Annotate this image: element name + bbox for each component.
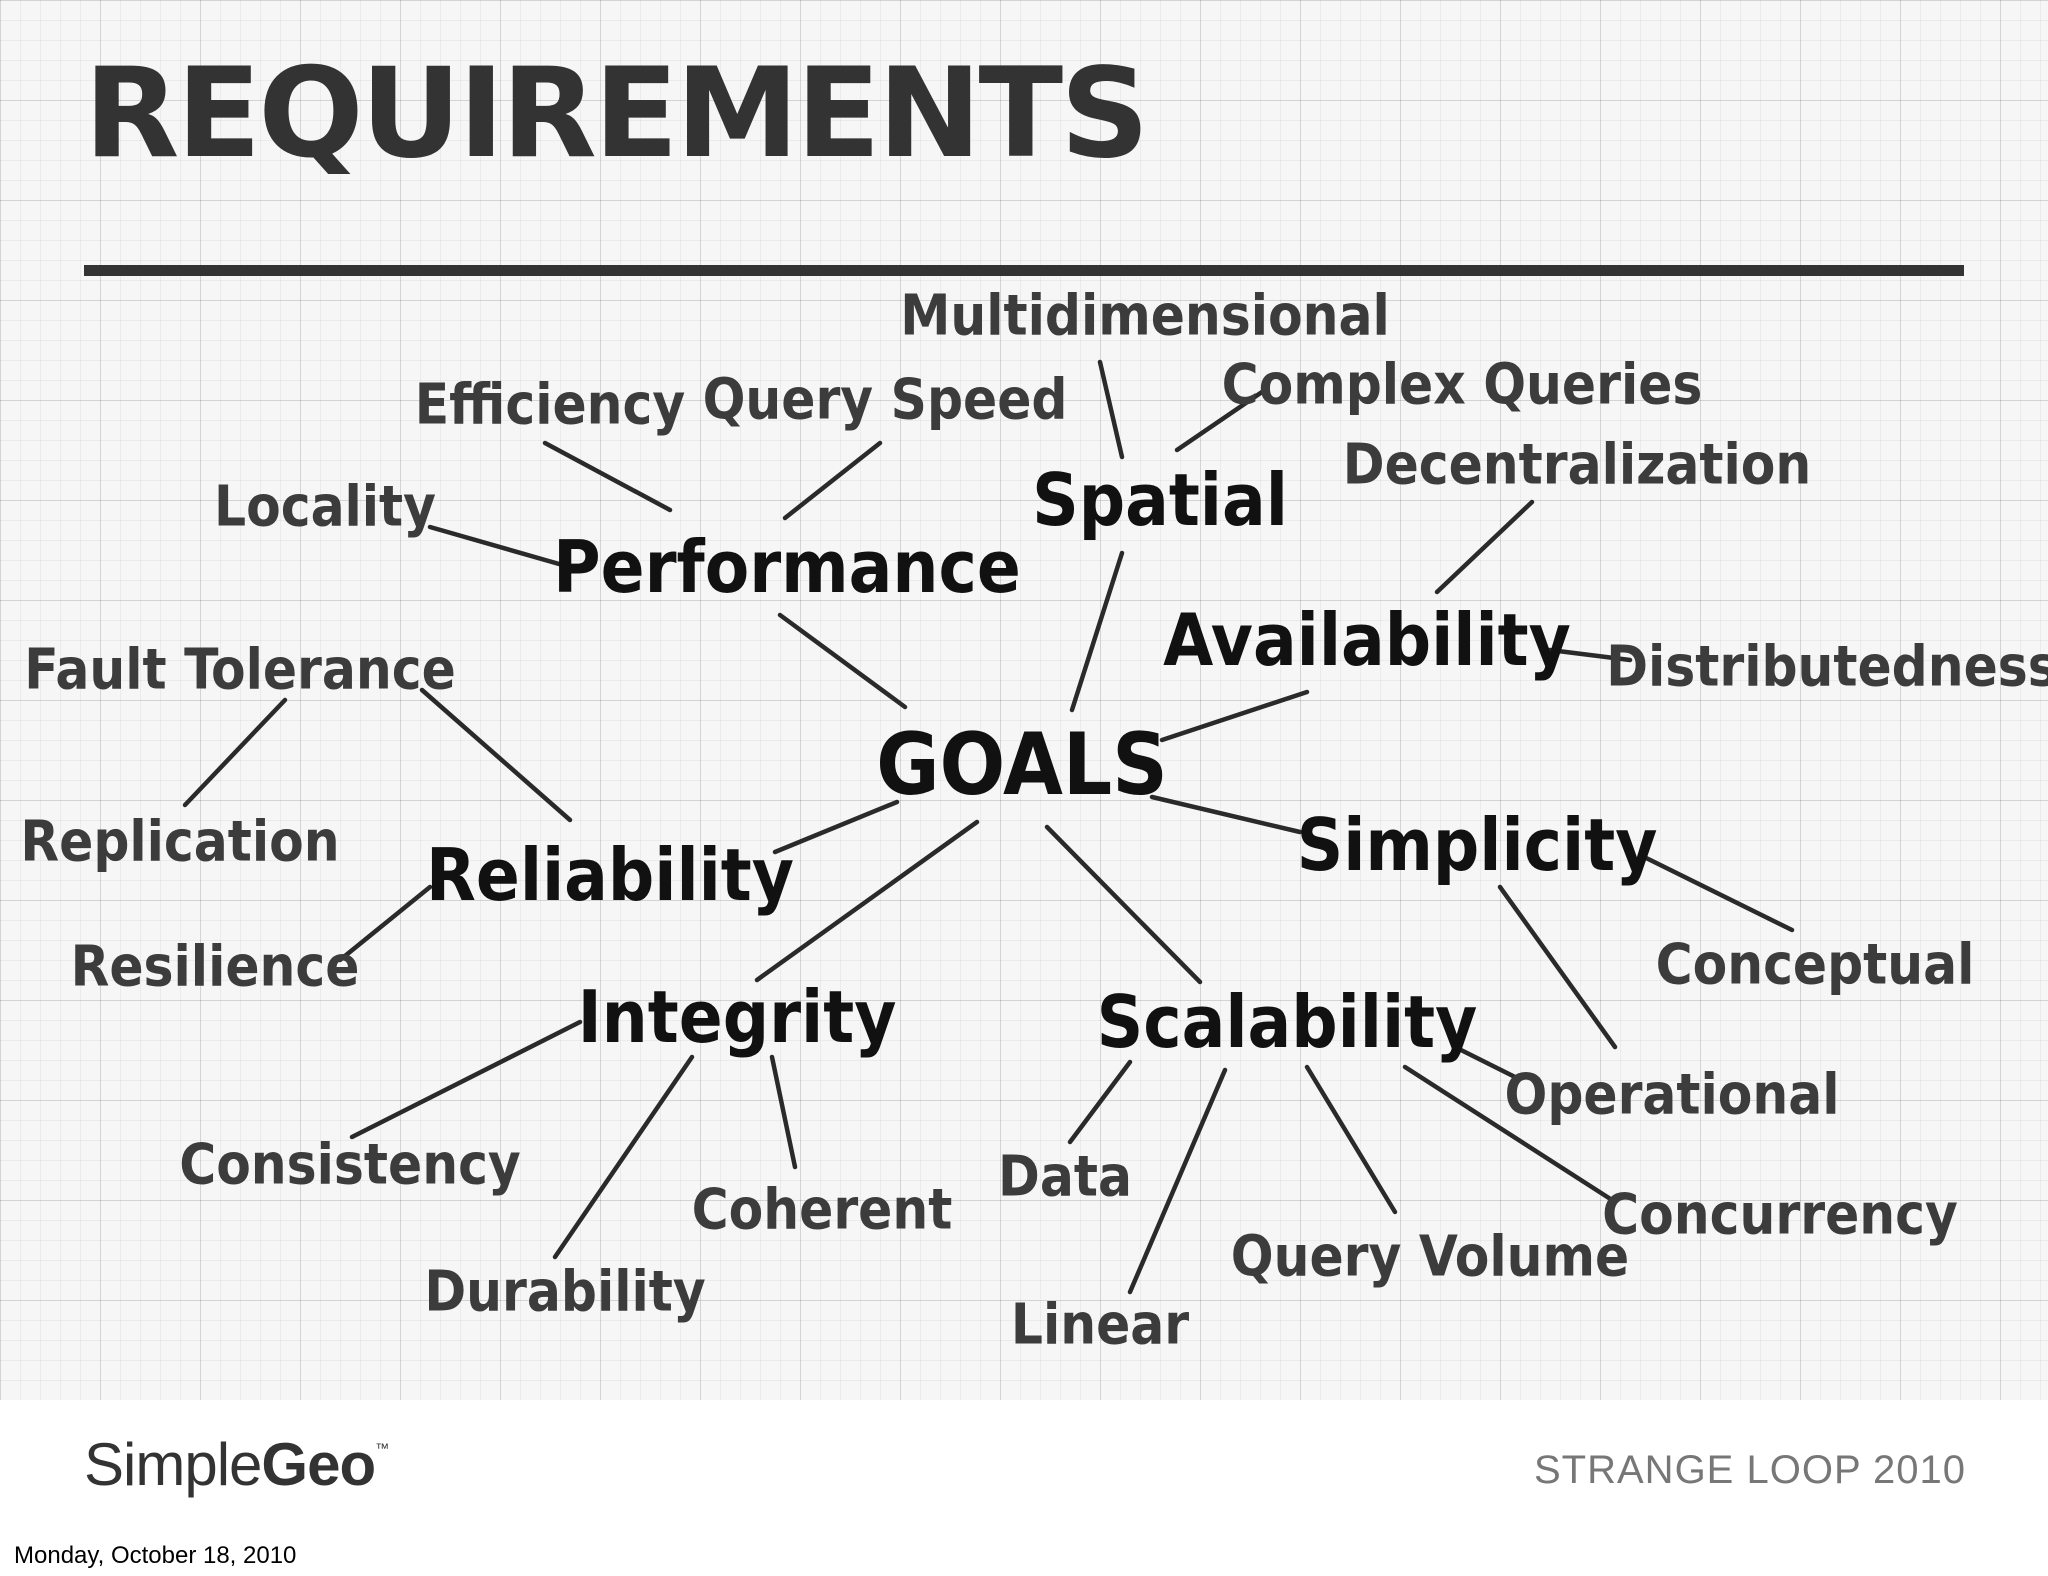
node-resilience: Resilience — [71, 935, 360, 1000]
connector-availability-decentralization — [1434, 499, 1535, 595]
connector-simplicity-operational — [1497, 884, 1618, 1050]
node-data: Data — [998, 1145, 1132, 1210]
node-consistency: Consistency — [179, 1133, 521, 1198]
connector-performance-efficiency — [542, 440, 673, 513]
node-distributedness: Distributedness — [1606, 635, 2048, 700]
title-divider — [84, 265, 1964, 276]
connector-goals-scalability — [1044, 824, 1203, 985]
connector-goals-integrity — [754, 819, 980, 983]
connector-goals-simplicity — [1149, 794, 1303, 835]
node-complex-queries: Complex Queries — [1222, 353, 1703, 418]
node-reliability: Reliability — [426, 833, 794, 917]
node-fault-tolerance: Fault Tolerance — [24, 638, 456, 703]
node-performance: Performance — [553, 525, 1021, 609]
logo-geo-text: Geo — [261, 1431, 376, 1498]
node-conceptual: Conceptual — [1656, 933, 1975, 998]
logo-simple-text: Simple — [84, 1431, 262, 1498]
node-scalability: Scalability — [1097, 980, 1478, 1064]
node-coherent: Coherent — [692, 1178, 953, 1243]
connector-scalability-query-volume — [1304, 1064, 1398, 1215]
node-multidimensional: Multidimensional — [900, 284, 1389, 349]
connector-goals-availability — [1159, 689, 1310, 743]
connector-simplicity-conceptual — [1637, 852, 1795, 933]
node-operational: Operational — [1505, 1063, 1840, 1128]
event-name: STRANGE LOOP 2010 — [1534, 1448, 1966, 1492]
connector-integrity-durability — [552, 1054, 695, 1260]
node-query-speed: Query Speed — [703, 368, 1068, 433]
node-replication: Replication — [20, 810, 339, 875]
node-efficiency: Efficiency — [415, 373, 685, 438]
connector-lines — [182, 359, 1795, 1295]
node-spatial: Spatial — [1032, 458, 1288, 542]
connector-reliability-resilience — [337, 884, 433, 963]
connector-availability-distributedness — [1547, 647, 1633, 663]
mind-map-nodes: GOALS Performance Spatial Availability S… — [20, 284, 2048, 1358]
connector-goals-spatial — [1069, 550, 1125, 713]
connector-spatial-multidimensional — [1097, 359, 1125, 460]
node-query-volume: Query Volume — [1231, 1225, 1629, 1290]
date-stamp: Monday, October 18, 2010 — [14, 1542, 297, 1569]
slide-title: REQUIREMENTS — [84, 42, 1149, 186]
connector-scalability-concurrency — [1402, 1064, 1615, 1203]
logo-trademark: ™ — [375, 1440, 389, 1456]
connector-integrity-consistency — [349, 1019, 583, 1140]
connector-reliability-fault-tolerance — [419, 687, 573, 823]
slide-footer: SimpleGeo™ STRANGE LOOP 2010 — [0, 1400, 2048, 1537]
node-goals: GOALS — [876, 715, 1168, 815]
connector-integrity-coherent — [769, 1054, 798, 1170]
connector-scalability-linear — [1127, 1067, 1228, 1295]
node-linear: Linear — [1011, 1293, 1189, 1358]
node-concurrency: Concurrency — [1602, 1183, 1958, 1248]
node-simplicity: Simplicity — [1297, 803, 1658, 887]
connector-goals-performance — [777, 612, 908, 710]
connector-scalability-data — [1067, 1059, 1133, 1145]
mind-map: GOALS Performance Spatial Availability S… — [20, 284, 2048, 1358]
node-decentralization: Decentralization — [1343, 433, 1812, 498]
node-durability: Durability — [424, 1260, 705, 1325]
connector-performance-locality — [427, 524, 583, 573]
connector-fault-tolerance-replication — [182, 697, 288, 808]
simplegeo-logo: SimpleGeo™ — [84, 1430, 389, 1499]
node-availability: Availability — [1163, 598, 1571, 682]
connector-scalability-operational — [1452, 1044, 1518, 1080]
node-locality: Locality — [214, 475, 436, 540]
connector-performance-query-speed — [782, 440, 883, 521]
connector-goals-reliability — [772, 799, 900, 855]
node-integrity: Integrity — [578, 975, 897, 1059]
connector-spatial-complex-queries — [1174, 389, 1265, 453]
slide: REQUIREMENTS — [0, 0, 2048, 1537]
